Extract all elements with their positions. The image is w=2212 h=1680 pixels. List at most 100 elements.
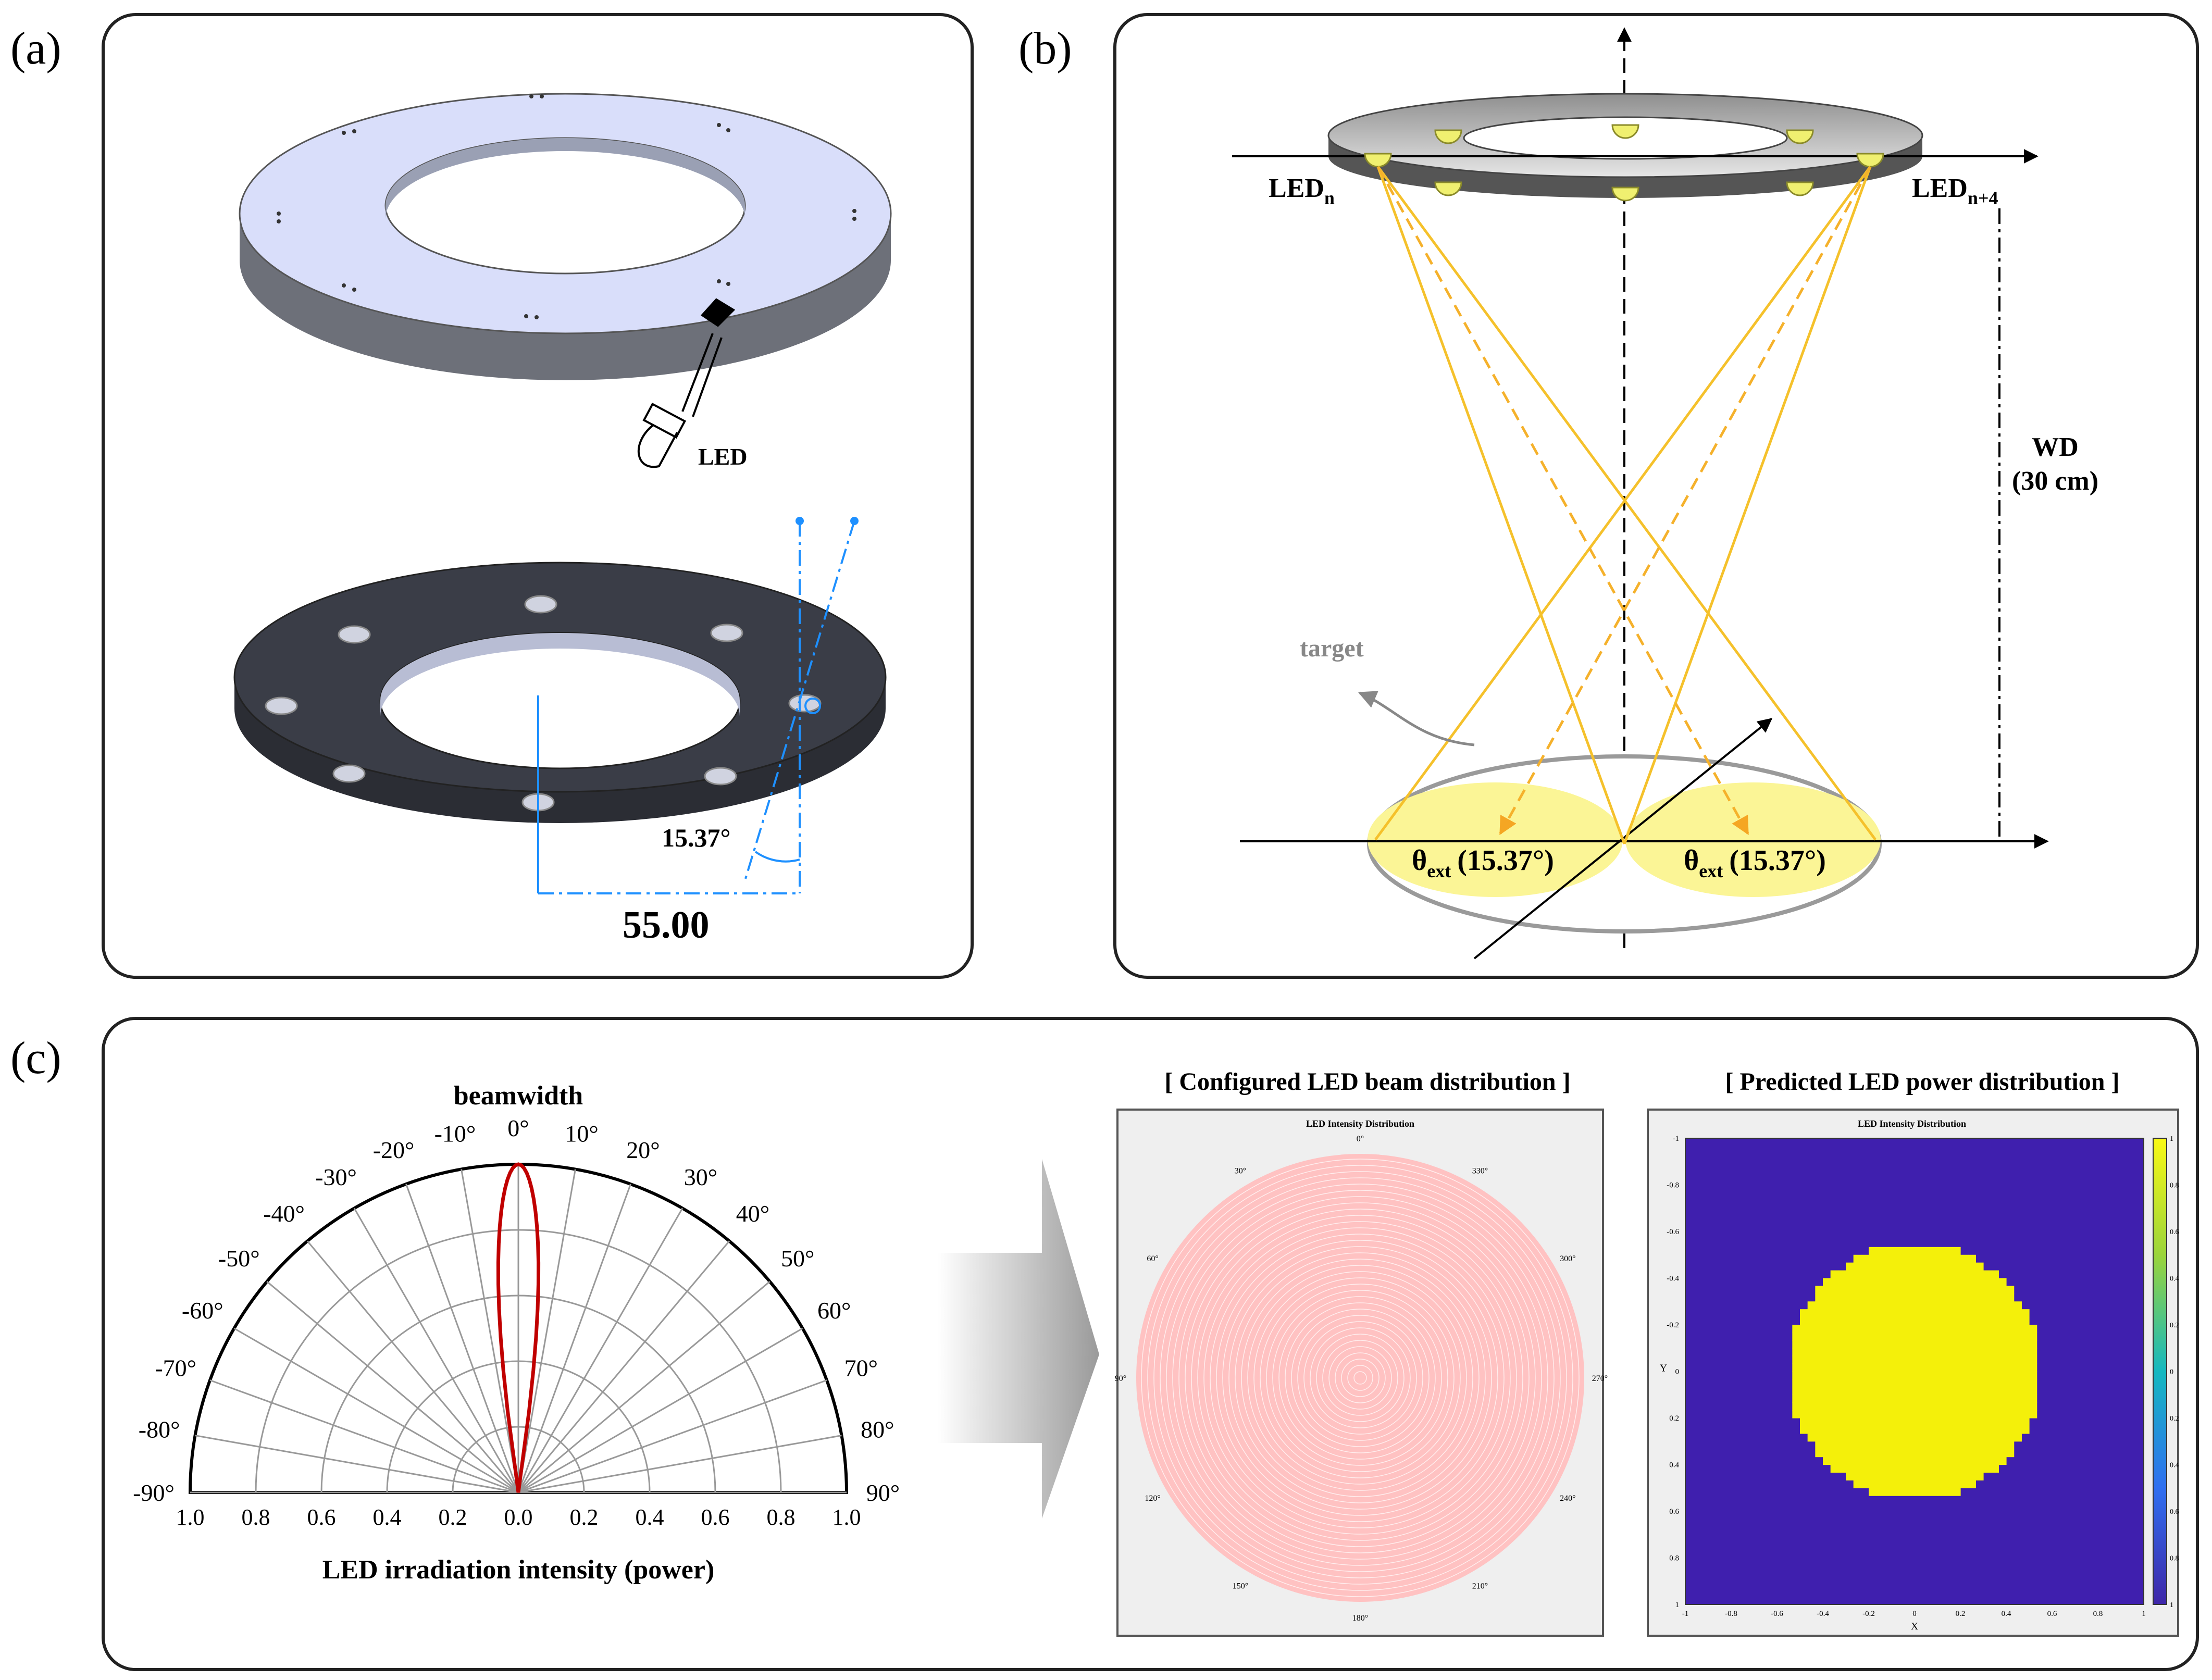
power-pixel — [1876, 1332, 1884, 1341]
polar-angle-tick: 40° — [736, 1200, 769, 1227]
power-pixel — [2014, 1363, 2022, 1372]
power-pixel — [1930, 1317, 1938, 1325]
power-pixel — [1968, 1262, 1976, 1271]
polar-radial-tick: 0.4 — [636, 1504, 664, 1530]
power-pixel — [1846, 1402, 1854, 1411]
power-pixel — [1892, 1340, 1900, 1349]
power-pixel — [1823, 1309, 1831, 1317]
power-pixel — [1983, 1379, 1992, 1387]
power-pixel — [1892, 1464, 1900, 1473]
power-pixel — [1953, 1433, 1961, 1442]
power-pixel — [2014, 1387, 2022, 1395]
power-pixel — [2021, 1355, 2030, 1364]
power-pixel — [1991, 1325, 1999, 1333]
power-pixel — [1884, 1441, 1892, 1450]
beam-contour — [1160, 1177, 1561, 1578]
power-pixel — [1907, 1433, 1915, 1442]
power-pixel — [1945, 1480, 1953, 1488]
power-pixel — [1846, 1348, 1854, 1357]
polar-title: beamwidth — [454, 1081, 583, 1111]
power-pixel — [1846, 1449, 1854, 1458]
power-pixel — [1876, 1278, 1884, 1287]
power-pixel — [1807, 1418, 1816, 1426]
polar-spoke — [518, 1435, 842, 1494]
power-pixel — [1915, 1387, 1923, 1395]
power-pixel — [1853, 1402, 1861, 1411]
panel-b-frame — [1113, 13, 2199, 979]
target-label: target — [1300, 634, 1364, 662]
beam-contour — [1191, 1209, 1530, 1547]
power-pixel — [1853, 1270, 1861, 1279]
power-pixel — [2006, 1449, 2015, 1458]
power-pixel — [1937, 1379, 1946, 1387]
colorbar-tick: 0.2 — [2170, 1322, 2179, 1329]
power-pixel — [1922, 1286, 1930, 1294]
power-pixel — [1937, 1488, 1946, 1496]
power-pixel — [1869, 1387, 1877, 1395]
power-pixel — [1907, 1410, 1915, 1418]
power-pixel — [1853, 1309, 1861, 1317]
power-pixel — [1884, 1410, 1892, 1418]
power-x-tick: -0.8 — [1725, 1610, 1737, 1618]
power-pixel — [1884, 1262, 1892, 1271]
power-pixel — [1861, 1464, 1869, 1473]
angle-dimension — [537, 517, 859, 894]
power-pixel — [1869, 1395, 1877, 1403]
power-pixel — [1937, 1301, 1946, 1310]
power-pixel — [1861, 1418, 1869, 1426]
power-pixel — [1907, 1262, 1915, 1271]
power-pixel — [1922, 1340, 1930, 1349]
power-pixel — [1907, 1348, 1915, 1357]
power-pixel — [1846, 1464, 1854, 1473]
power-pixel — [1983, 1371, 1992, 1380]
power-pixel — [1884, 1480, 1892, 1488]
power-pixel — [1922, 1262, 1930, 1271]
beam-angle-label: 240° — [1560, 1494, 1575, 1503]
power-pixel — [1953, 1301, 1961, 1310]
power-pixel — [2006, 1395, 2015, 1403]
beam-contour — [1147, 1165, 1573, 1591]
power-y-tick: 0.4 — [1669, 1461, 1679, 1470]
power-pixel — [1930, 1340, 1938, 1349]
power-pixel — [1853, 1301, 1861, 1310]
power-pixel — [1899, 1262, 1907, 1271]
power-pixel — [1792, 1348, 1800, 1357]
polar-spoke — [461, 1169, 519, 1493]
power-pixel — [1884, 1371, 1892, 1380]
power-pixel — [1823, 1449, 1831, 1458]
power-pixel — [1815, 1402, 1823, 1411]
power-pixel — [1922, 1449, 1930, 1458]
power-pixel — [1960, 1355, 1969, 1364]
power-pixel — [1823, 1387, 1831, 1395]
power-pixel — [1983, 1286, 1992, 1294]
power-pixel — [1930, 1332, 1938, 1341]
power-pixel — [1991, 1402, 1999, 1411]
power-pixel — [1960, 1348, 1969, 1357]
power-pixel — [1792, 1379, 1800, 1387]
power-pixel — [1960, 1340, 1969, 1349]
power-pixel — [1869, 1464, 1877, 1473]
power-pixel — [1815, 1449, 1823, 1458]
power-pixel — [2006, 1325, 2015, 1333]
polar-radial-tick: 1.0 — [176, 1504, 205, 1530]
power-pixel — [2014, 1317, 2022, 1325]
power-pixel — [1907, 1418, 1915, 1426]
power-pixel — [1991, 1332, 1999, 1341]
power-pixel — [1907, 1309, 1915, 1317]
power-pixel — [1983, 1355, 1992, 1364]
power-pixel — [1915, 1418, 1923, 1426]
power-pixel — [1960, 1379, 1969, 1387]
power-pixel — [1983, 1317, 1992, 1325]
power-pixel — [1998, 1340, 2007, 1349]
power-pixel — [1975, 1309, 1984, 1317]
power-pixel — [1960, 1262, 1969, 1271]
power-pixel — [1823, 1410, 1831, 1418]
panel-c-frame — [102, 1017, 2199, 1671]
power-pixel — [1869, 1457, 1877, 1465]
power-pixel — [1815, 1355, 1823, 1364]
power-pixel — [1884, 1278, 1892, 1287]
power-pixel — [1846, 1340, 1854, 1349]
power-y-tick: 0.6 — [1669, 1508, 1679, 1516]
colorbar-tick: 0.4 — [2170, 1462, 2179, 1470]
